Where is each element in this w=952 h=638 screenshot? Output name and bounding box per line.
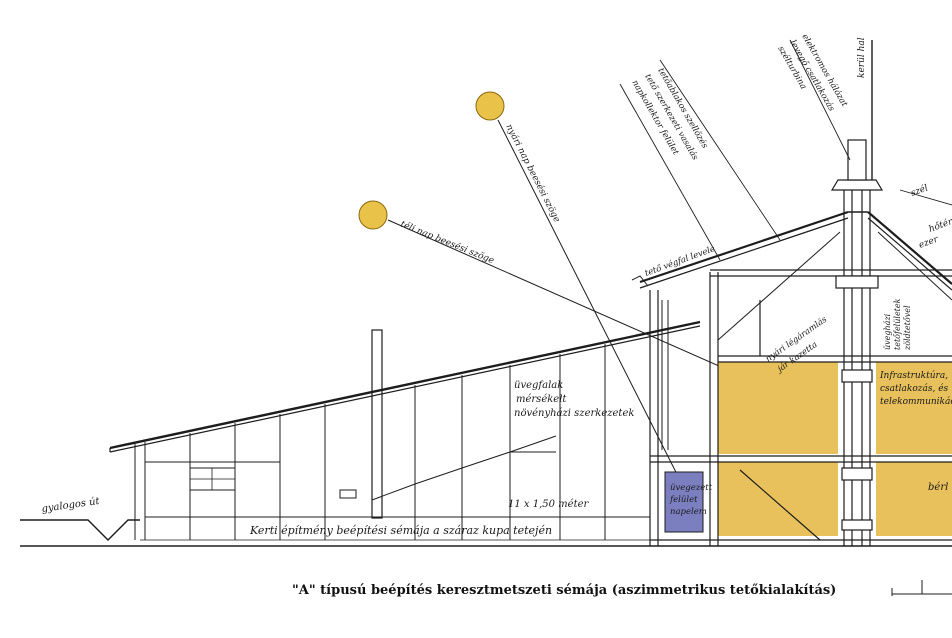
gutter — [631, 275, 669, 450]
winter-sun-label: téli nap beesési szöge — [399, 219, 496, 267]
diagram-caption: "A" típusú beépítés keresztmetszeti sémá… — [292, 583, 836, 598]
scale-bar — [891, 580, 952, 596]
floor-box — [339, 489, 357, 499]
left-building-frame — [134, 344, 650, 540]
infra-note-2: csatlakozás, és — [880, 383, 949, 394]
summer-sun-label: nyári nap beesési szöge — [503, 122, 562, 224]
ramp — [371, 435, 557, 501]
dimension-label: 11 x 1,50 méter — [508, 499, 590, 510]
winter-sun-icon — [358, 200, 388, 230]
leader-lines — [619, 39, 952, 261]
right-building-frame — [649, 269, 952, 546]
wall-panels — [718, 362, 952, 536]
summer-sun-icon — [475, 91, 505, 121]
footpath-label: gyalogos út — [41, 496, 101, 515]
infra-note-3: telekommunikáció — [880, 396, 952, 407]
left-window — [189, 467, 236, 491]
greenhouse-label-1: üvegfalak — [514, 380, 563, 391]
panel-note-2: tetőfelületek — [893, 298, 902, 350]
chimney — [371, 329, 383, 519]
window-note-3: napelem — [670, 507, 707, 517]
ground — [20, 519, 952, 547]
vent-label: szél — [909, 182, 929, 198]
window-note-2: felület — [669, 495, 698, 505]
right-label-c: bérl — [928, 482, 948, 493]
left-roof — [109, 320, 701, 453]
right-label-a: hőtér — [927, 216, 952, 235]
window-note-1: üvegezett — [670, 483, 713, 493]
glazed-window — [664, 471, 704, 533]
panel-note-3: zöldtetővel — [903, 305, 912, 351]
garden-note: Kerti építmény beépítési sémája a száraz… — [249, 524, 552, 537]
greenhouse-label-2: mérsékelt — [516, 394, 567, 405]
right-label-b: ezer — [918, 234, 941, 250]
mast-label: kerül hal — [857, 37, 867, 78]
right-roof — [639, 210, 952, 341]
infra-note-1: Infrastruktúra, — [879, 370, 948, 381]
panel-note-1: üvegházi — [883, 313, 892, 350]
central-column — [830, 139, 884, 546]
greenhouse-label-3: növényházi szerkezetek — [514, 408, 634, 419]
